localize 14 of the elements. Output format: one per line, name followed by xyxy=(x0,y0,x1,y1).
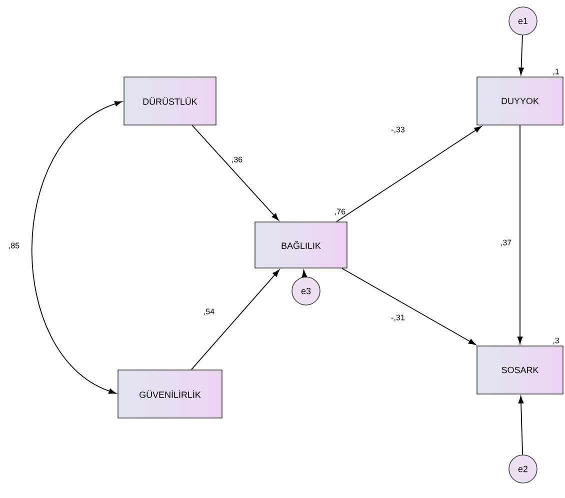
variable-box: DÜRÜSTLÜK xyxy=(124,76,216,126)
arrow xyxy=(518,396,524,456)
arrow xyxy=(336,126,482,222)
variable-box: GÜVENİLİRLİK xyxy=(118,370,222,418)
variable-box: BAĞLILIK xyxy=(254,222,348,268)
variable-box: SOSARK xyxy=(476,346,564,394)
arrow xyxy=(518,34,524,75)
arrow xyxy=(190,270,280,370)
arrow xyxy=(302,270,308,278)
variable-box: DUYYOK xyxy=(476,76,564,126)
arrow xyxy=(192,124,279,221)
arrow xyxy=(31,101,122,394)
arrow xyxy=(517,124,523,344)
arrow xyxy=(342,268,476,346)
